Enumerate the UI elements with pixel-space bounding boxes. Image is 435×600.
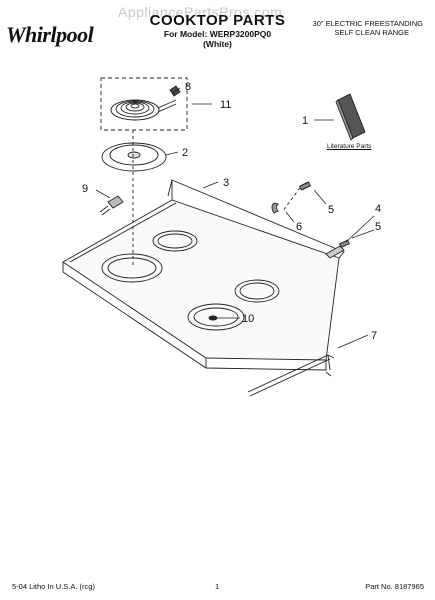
- callout-7: 7: [371, 330, 377, 342]
- page-title: COOKTOP PARTS: [149, 12, 286, 29]
- support-rod-icon: [247, 354, 335, 397]
- leader-lines: [95, 87, 375, 349]
- model-line: For Model: WERP3200PQ0: [163, 29, 272, 39]
- callout-3: 3: [223, 177, 229, 189]
- callout-10: 10: [242, 313, 254, 325]
- literature-book-icon: [335, 93, 366, 141]
- color-line: (White): [203, 39, 232, 49]
- surface-element-icon: [110, 85, 181, 121]
- callout-5b: 5: [375, 221, 381, 233]
- callout-6: 6: [296, 221, 302, 233]
- spec-line-1: 30" ELECTRIC FREESTANDING: [312, 19, 423, 28]
- element-dashed-box: [100, 77, 188, 131]
- watermark-text: AppliancePartsPros.com: [118, 4, 283, 20]
- callout-9: 9: [82, 183, 88, 195]
- callout-2: 2: [182, 147, 188, 159]
- callout-5a: 5: [328, 204, 334, 216]
- brand-logo: Whirlpool: [6, 22, 94, 47]
- literature-parts-label: Literature Parts: [327, 143, 372, 150]
- footer-litho: 5-04 Litho In U.S.A. (rcg): [12, 582, 95, 591]
- spec-line-2: SELF CLEAN RANGE: [334, 28, 409, 37]
- drip-bowl-icon: [101, 142, 167, 172]
- footer-part-number: Part No. 8187965: [365, 582, 424, 591]
- connector-icon: [99, 195, 124, 216]
- hardware-icons: [271, 181, 350, 259]
- callout-4: 4: [375, 203, 381, 215]
- callout-1: 1: [302, 115, 308, 127]
- footer-page-number: 1: [215, 582, 220, 591]
- callout-11: 11: [220, 99, 231, 111]
- callout-8: 8: [185, 81, 191, 93]
- cooktop-plate: [62, 179, 345, 371]
- burner-openings: [101, 230, 280, 331]
